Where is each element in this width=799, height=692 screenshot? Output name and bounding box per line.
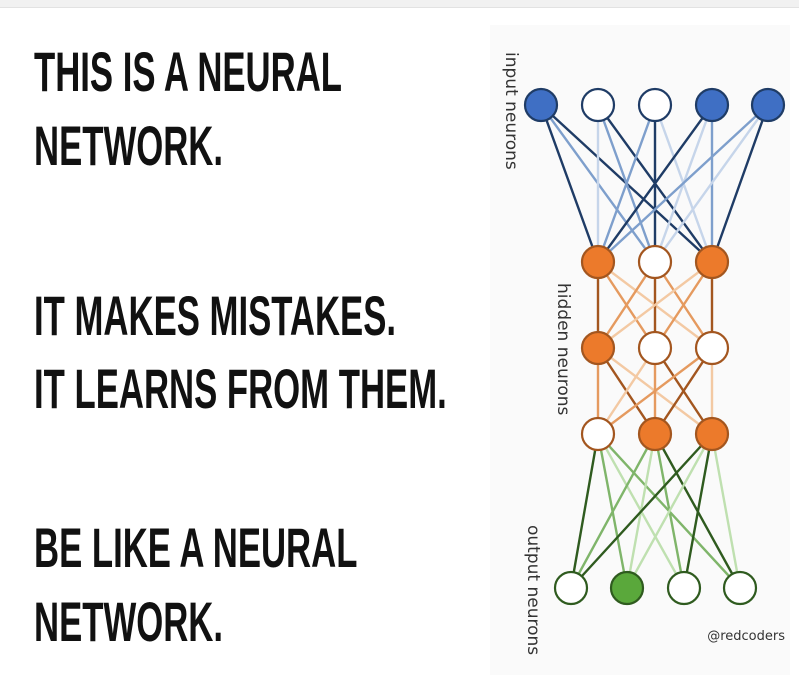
connection-18 [596,260,657,350]
output-neurons-label: output neurons [523,525,543,655]
neurons [523,87,786,606]
caption-line-6: NETWORK. [34,590,224,653]
hidden-3-neuron-3 [694,416,730,452]
input-neurons-label: input neurons [501,52,521,170]
output-neuron-3 [666,570,702,606]
connection-27 [596,346,657,436]
connection-0 [539,103,600,264]
hidden-3-neuron-1 [580,416,616,452]
credit-handle: @redcoders [707,629,785,644]
input-neuron-2 [580,87,616,123]
connection-37 [569,432,657,590]
connection-lines [539,103,770,590]
input-neuron-4 [694,87,730,123]
hidden-1-neuron-1 [580,244,616,280]
input-neuron-3 [637,87,673,123]
output-neuron-1 [553,570,589,606]
input-neuron-1 [523,87,559,123]
hidden-1-neuron-2 [637,244,673,280]
connection-30 [596,346,714,436]
connection-31 [653,346,714,436]
connection-41 [569,432,714,590]
connection-6 [596,103,657,264]
caption-line-4: IT LEARNS FROM THEM. [34,357,447,420]
top-border [0,0,799,8]
output-neuron-4 [722,570,758,606]
hidden-2-neuron-1 [580,330,616,366]
connection-43 [682,432,714,590]
hidden-3-neuron-2 [637,416,673,452]
caption-line-3: IT MAKES MISTAKES. [34,284,397,347]
connection-22 [653,260,714,350]
connection-44 [710,432,742,590]
connection-12 [596,103,770,264]
hidden-2-neuron-2 [637,330,673,366]
caption-panel: THIS IS A NEURAL NETWORK. IT MAKES MISTA… [0,8,490,692]
input-neuron-5 [750,87,786,123]
connection-21 [596,260,714,350]
connection-42 [625,432,714,590]
connection-14 [710,103,770,264]
connection-9 [596,103,714,264]
hidden-2-neuron-3 [694,330,730,366]
caption-line-5: BE LIKE A NEURAL [34,516,358,579]
output-neuron-2 [609,570,645,606]
connection-33 [569,432,600,590]
connection-13 [653,103,770,264]
hidden-1-neuron-3 [694,244,730,280]
caption-line-1: THIS IS A NEURAL [34,40,342,103]
hidden-neurons-label: hidden neurons [553,283,573,416]
caption-line-2: NETWORK. [34,114,224,177]
